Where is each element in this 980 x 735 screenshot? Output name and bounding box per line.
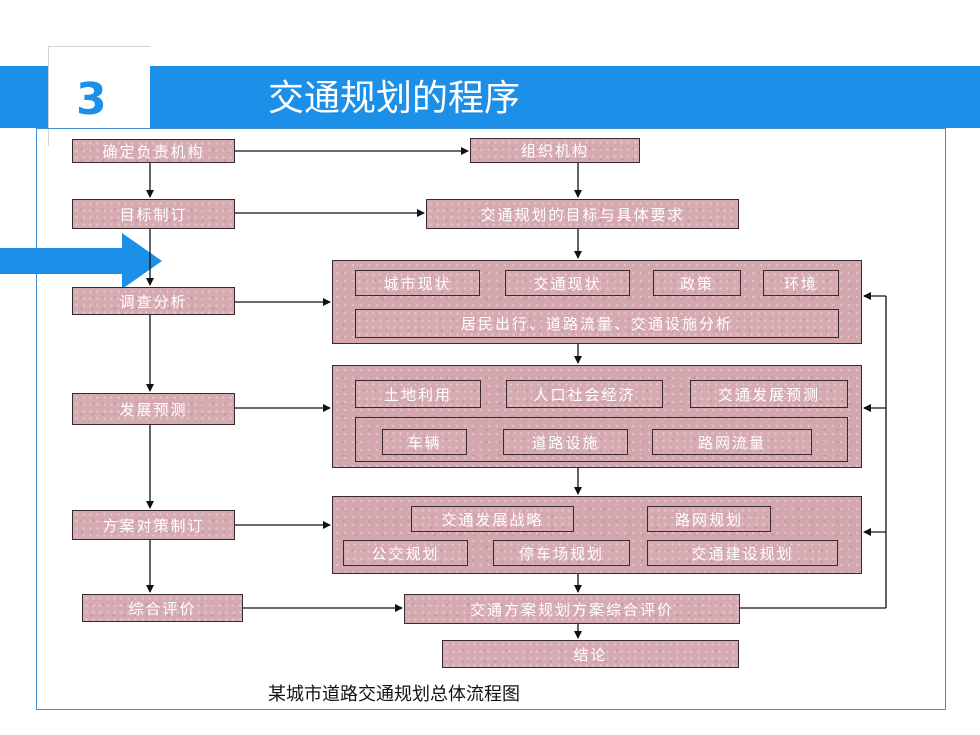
title-banner — [0, 66, 980, 128]
plan-public-transit: 公交规划 — [343, 540, 468, 566]
step-establish-agency: 确定负责机构 — [72, 139, 235, 163]
pointer-arrow-icon — [0, 233, 162, 289]
survey-environment: 环境 — [763, 270, 839, 296]
survey-traffic-status: 交通现状 — [505, 270, 630, 296]
forecast-road-facilities: 道路设施 — [503, 429, 628, 455]
survey-resident-travel: 居民出行、道路流量、交通设施分析 — [355, 309, 839, 338]
forecast-population-economy: 人口社会经济 — [506, 380, 663, 408]
step-comprehensive-eval: 综合评价 — [82, 594, 243, 622]
forecast-vehicles: 车辆 — [382, 429, 467, 455]
forecast-network-flow: 路网流量 — [652, 429, 812, 455]
plan-construction: 交通建设规划 — [647, 540, 838, 566]
step-forecast: 发展预测 — [72, 393, 235, 425]
org-structure-box: 组织机构 — [470, 138, 640, 163]
conclusion-box: 结论 — [442, 640, 739, 668]
diagram-frame — [36, 128, 946, 710]
step-plan-measures: 方案对策制订 — [72, 510, 235, 540]
forecast-land-use: 土地利用 — [355, 380, 481, 408]
section-number: 3 — [76, 74, 107, 125]
plan-strategy: 交通发展战略 — [411, 506, 574, 532]
diagram-caption: 某城市道路交通规划总体流程图 — [268, 684, 520, 705]
plan-parking: 停车场规划 — [493, 540, 630, 566]
scheme-evaluation-box: 交通方案规划方案综合评价 — [404, 594, 740, 624]
planning-goals-box: 交通规划的目标与具体要求 — [426, 199, 739, 229]
plan-road-network: 路网规划 — [647, 506, 771, 532]
survey-policy: 政策 — [653, 270, 741, 296]
section-number-box — [48, 46, 150, 146]
step-survey-analysis: 调查分析 — [72, 287, 235, 315]
survey-city-status: 城市现状 — [355, 270, 480, 296]
forecast-inner-frame — [355, 417, 848, 462]
forecast-traffic-development: 交通发展预测 — [690, 380, 848, 408]
step-set-goals: 目标制订 — [72, 199, 235, 229]
page-title: 交通规划的程序 — [268, 78, 521, 119]
